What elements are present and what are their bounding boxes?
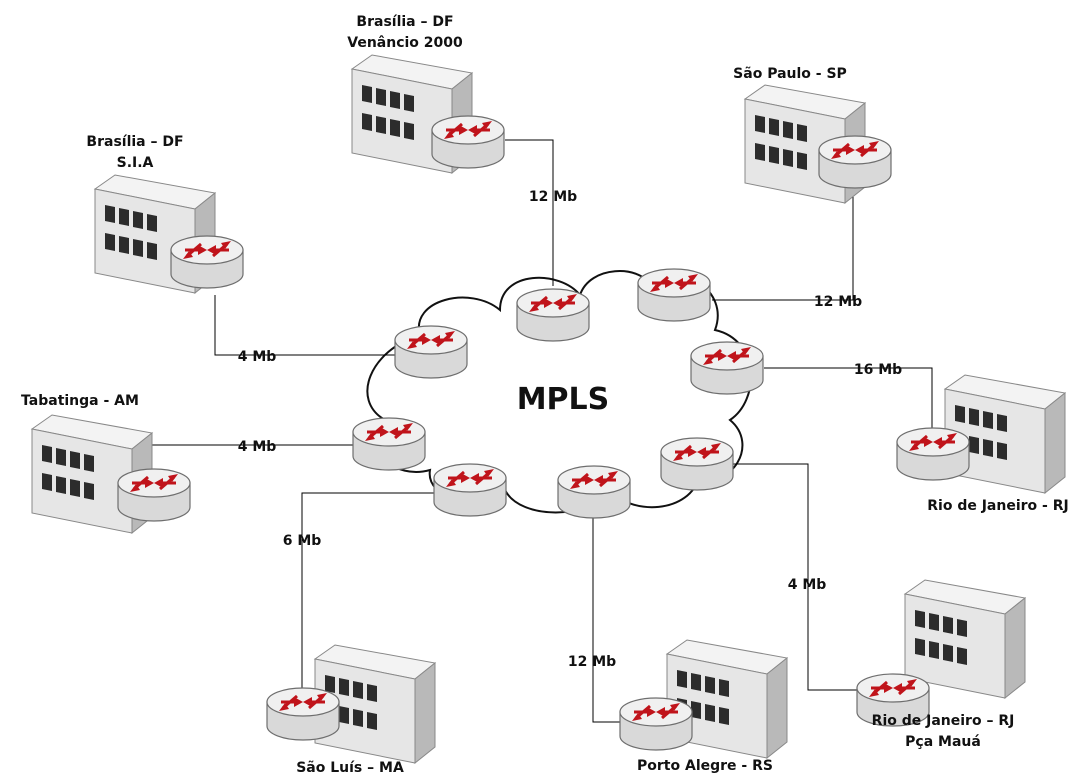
router-icon xyxy=(169,234,245,290)
site-name: Tabatinga - AM xyxy=(21,393,139,409)
router-icon xyxy=(351,416,427,472)
site-name: São Paulo - SP xyxy=(733,66,847,82)
link-sao-luis xyxy=(301,492,435,690)
router-icon xyxy=(432,462,508,518)
site-label-brasilia-sia: Brasília – DF S.I.A xyxy=(60,132,210,174)
site-label-sao-paulo: São Paulo - SP xyxy=(715,64,865,85)
cloud-label: MPLS xyxy=(517,382,610,417)
link-sao-paulo xyxy=(712,190,854,301)
site-subtitle: S.I.A xyxy=(116,155,154,171)
site-name: Porto Alegre - RS xyxy=(637,758,773,774)
router-icon xyxy=(659,436,735,492)
router-icon xyxy=(393,324,469,380)
link-label: 12 Mb xyxy=(568,654,616,670)
router-icon xyxy=(116,467,192,523)
site-label-tabatinga: Tabatinga - AM xyxy=(5,391,155,412)
site-name: Brasília – DF xyxy=(356,14,454,30)
site-label-rio-maua: Rio de Janeiro – RJ Pça Mauá xyxy=(855,711,1031,753)
site-label-brasilia-venancio: Brasília – DF Venâncio 2000 xyxy=(330,12,480,54)
router-icon xyxy=(556,464,632,520)
router-icon xyxy=(817,134,893,190)
site-name: Brasília – DF xyxy=(86,134,184,150)
link-sia xyxy=(214,295,398,356)
link-label: 16 Mb xyxy=(854,362,902,378)
site-label-porto-alegre: Porto Alegre - RS xyxy=(625,756,785,777)
router-icon xyxy=(430,114,506,170)
link-label: 12 Mb xyxy=(529,189,577,205)
site-label-sao-luis: São Luís – MA xyxy=(275,758,425,779)
link-label: 12 Mb xyxy=(814,294,862,310)
router-icon xyxy=(618,696,694,752)
link-label: 4 Mb xyxy=(238,349,277,365)
site-subtitle: Pça Mauá xyxy=(905,734,981,750)
site-subtitle: Venâncio 2000 xyxy=(347,35,463,51)
links xyxy=(151,139,933,723)
link-label: 4 Mb xyxy=(238,439,277,455)
link-label: 4 Mb xyxy=(788,577,827,593)
router-icon xyxy=(689,340,765,396)
link-porto-alegre xyxy=(592,498,622,723)
link-venancio xyxy=(505,139,554,286)
router-icon xyxy=(515,287,591,343)
site-label-rio-1: Rio de Janeiro - RJ xyxy=(910,496,1086,517)
router-icon xyxy=(636,267,712,323)
link-rio-1 xyxy=(764,367,933,428)
router-icon xyxy=(265,686,341,742)
link-rio-maua xyxy=(732,463,858,691)
link-label: 6 Mb xyxy=(283,533,322,549)
router-icon xyxy=(895,426,971,482)
site-name: São Luís – MA xyxy=(296,760,404,776)
mpls-cloud xyxy=(366,270,752,514)
site-name: Rio de Janeiro - RJ xyxy=(927,498,1069,514)
site-name: Rio de Janeiro – RJ xyxy=(871,713,1015,729)
